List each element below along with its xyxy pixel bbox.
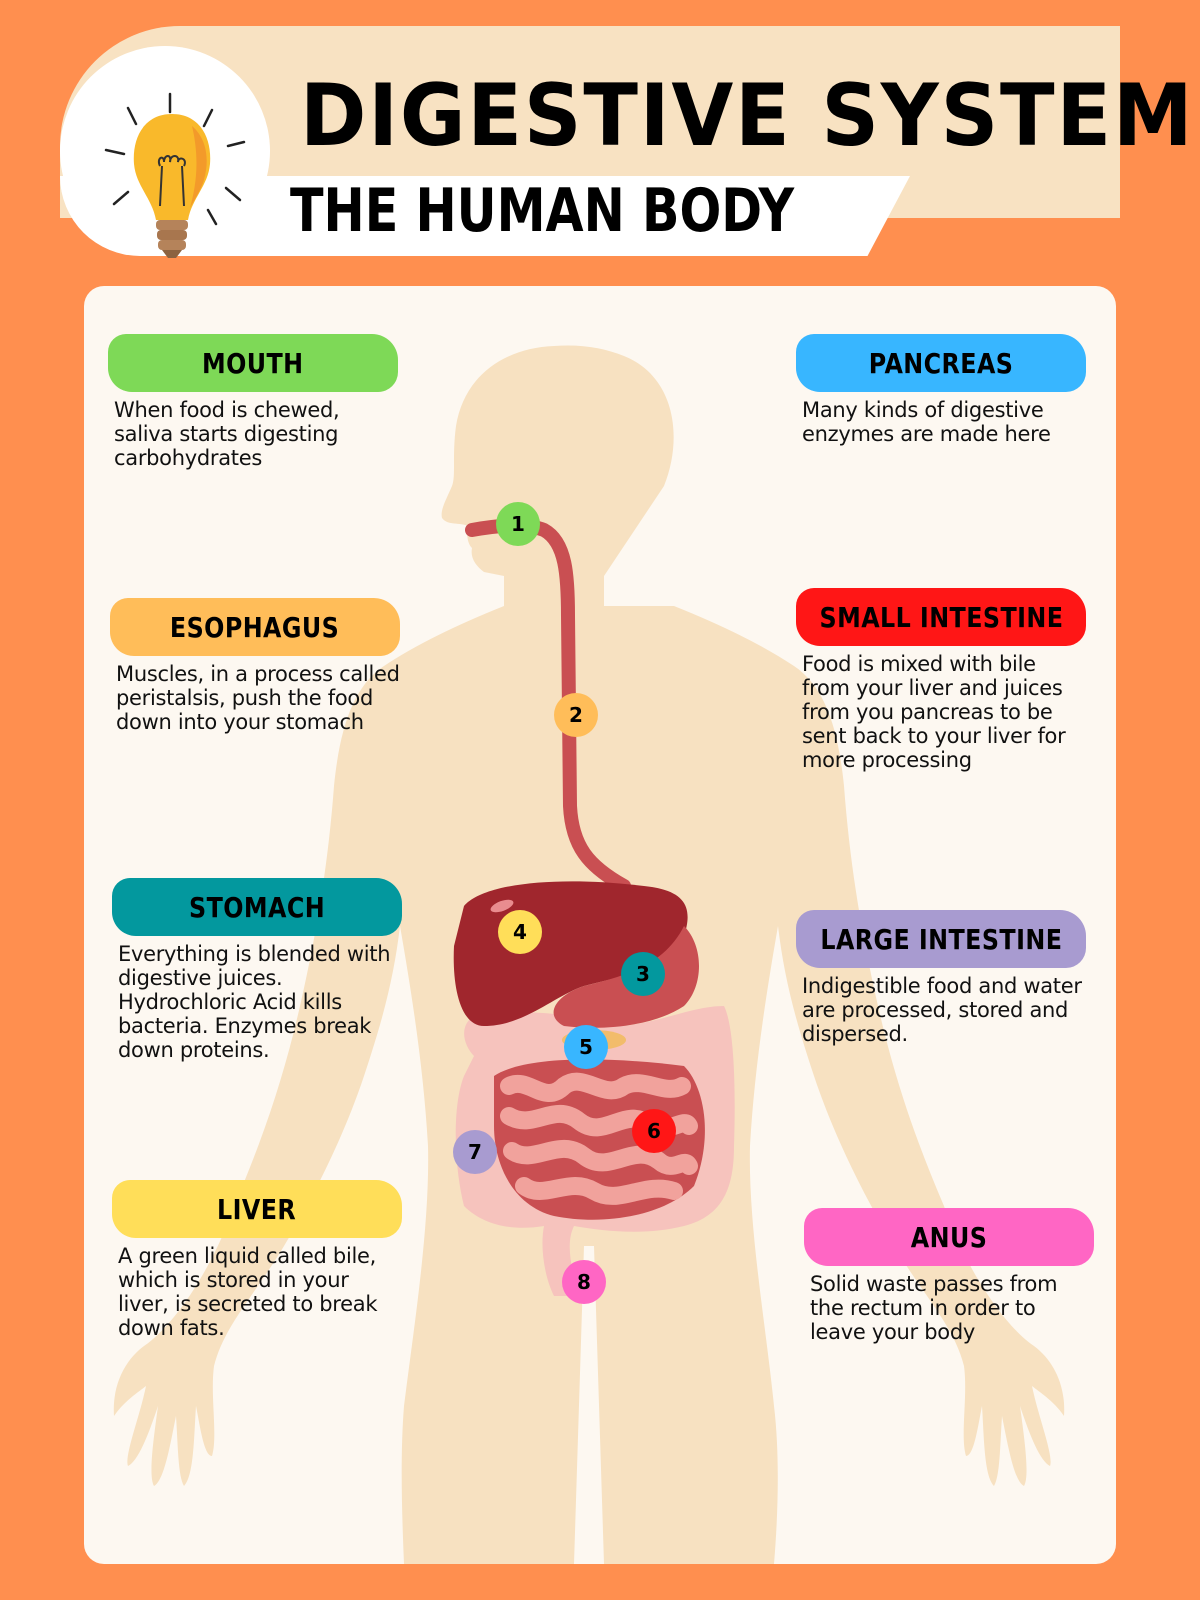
label-pill-anus: ANUS — [804, 1208, 1094, 1266]
marker-6-small-intestine[interactable]: 6 — [632, 1109, 676, 1153]
marker-7-large-intestine[interactable]: 7 — [453, 1130, 497, 1174]
label-desc-liver: A green liquid called bile, which is sto… — [118, 1244, 378, 1340]
page-title: DIGESTIVE SYSTEM — [300, 66, 1195, 166]
label-pill-esophagus: ESOPHAGUS — [110, 598, 400, 656]
human-body-illustration — [113, 345, 1065, 1564]
label-mouth: MOUTH When food is chewed, saliva starts… — [108, 334, 398, 470]
marker-1-mouth[interactable]: 1 — [496, 502, 540, 546]
label-pill-liver: LIVER — [112, 1180, 402, 1238]
label-small-intestine: SMALL INTESTINE Food is mixed with bile … — [796, 588, 1086, 772]
label-anus: ANUS Solid waste passes from the rectum … — [804, 1208, 1094, 1344]
label-desc-pancreas: Many kinds of digestive enzymes are made… — [802, 398, 1051, 446]
lightbulb-icon — [104, 92, 246, 258]
label-pill-stomach: STOMACH — [112, 878, 402, 936]
header-banner: DIGESTIVE SYSTEM THE HUMAN BODY — [60, 26, 1193, 258]
marker-5-pancreas[interactable]: 5 — [564, 1025, 608, 1069]
content-card: 1 2 3 4 5 6 7 8 MOUTH When food is chewe… — [84, 286, 1116, 1564]
label-liver: LIVER A green liquid called bile, which … — [112, 1180, 402, 1340]
label-pancreas: PANCREAS Many kinds of digestive enzymes… — [796, 334, 1086, 446]
label-desc-small-intestine: Food is mixed with bile from your liver … — [802, 652, 1066, 772]
marker-3-stomach[interactable]: 3 — [621, 952, 665, 996]
label-desc-large-intestine: Indigestible food and water are processe… — [802, 974, 1082, 1046]
label-esophagus: ESOPHAGUS Muscles, in a process called p… — [110, 598, 400, 734]
label-pill-small-intestine: SMALL INTESTINE — [796, 588, 1086, 646]
marker-4-liver[interactable]: 4 — [498, 910, 542, 954]
label-desc-mouth: When food is chewed, saliva starts diges… — [114, 398, 340, 470]
label-desc-esophagus: Muscles, in a process called peristalsis… — [116, 662, 400, 734]
label-pill-mouth: MOUTH — [108, 334, 398, 392]
label-pill-large-intestine: LARGE INTESTINE — [796, 910, 1086, 968]
label-stomach: STOMACH Everything is blended with diges… — [112, 878, 402, 1062]
label-desc-anus: Solid waste passes from the rectum in or… — [810, 1272, 1058, 1344]
marker-2-esophagus[interactable]: 2 — [554, 693, 598, 737]
label-pill-pancreas: PANCREAS — [796, 334, 1086, 392]
marker-8-anus[interactable]: 8 — [562, 1260, 606, 1304]
page-subtitle: THE HUMAN BODY — [290, 176, 795, 246]
label-desc-stomach: Everything is blended with digestive jui… — [118, 942, 391, 1062]
label-large-intestine: LARGE INTESTINE Indigestible food and wa… — [796, 910, 1086, 1046]
icon-circle — [60, 46, 270, 258]
